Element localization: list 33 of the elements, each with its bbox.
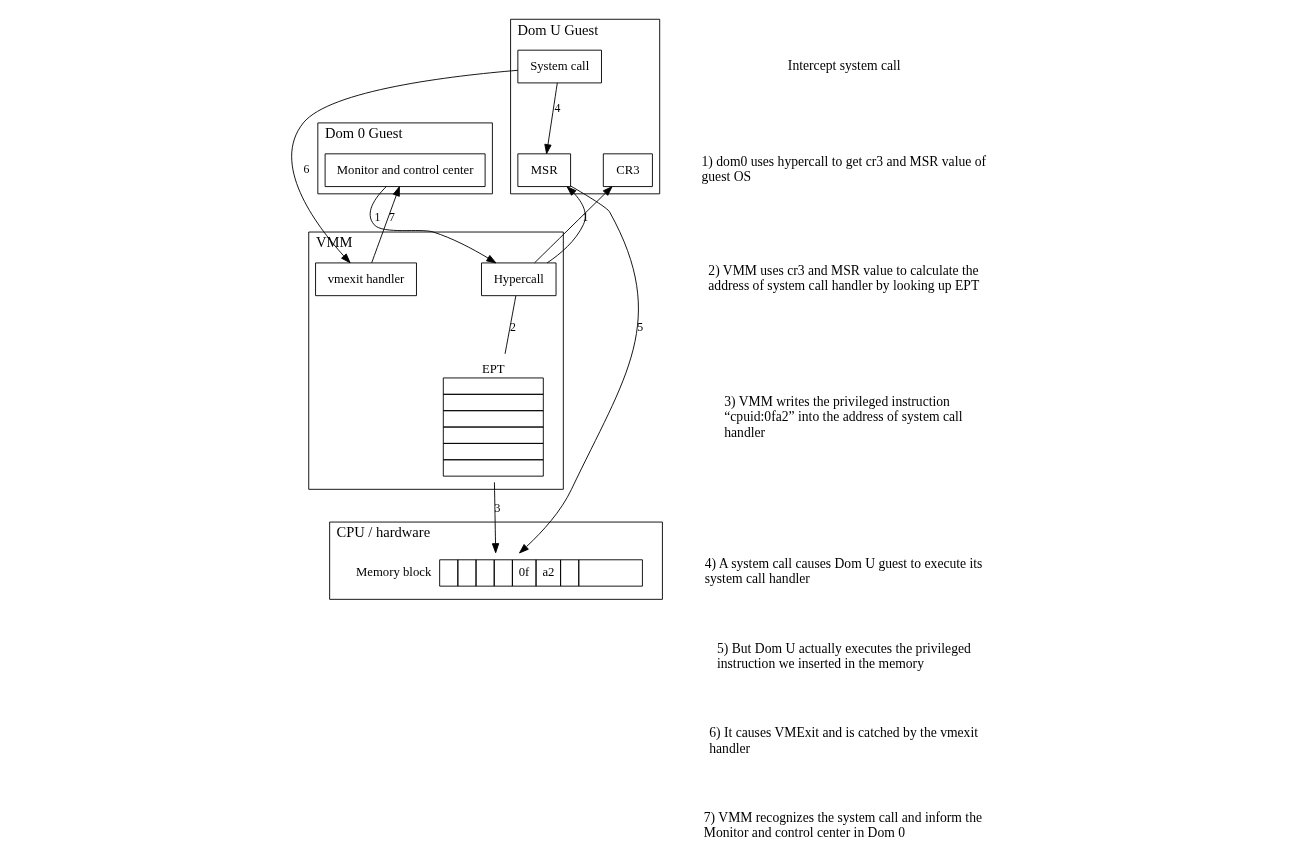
edge-label: 5 [636, 319, 643, 334]
node-box: Hypercall [480, 262, 556, 297]
label: 7) VMM recognizes the system call and inform the Monitor and control center in Dom 0 [703, 809, 982, 841]
edge-label: 1 [373, 210, 380, 225]
label: 1) dom0 uses hypercall to get cr3 and MSR value of guest OS [701, 153, 986, 185]
label: 2) VMM uses cr3 and MSR value to calculate the address of system call handler by looking up EPT [707, 262, 979, 294]
node-label: EPT [481, 361, 505, 376]
node-box: CR3 [602, 153, 653, 187]
edge-label: 7 [388, 210, 395, 225]
node-label: Memory block [355, 565, 431, 580]
label: 3) VMM writes the privileged instruction “cpuid:0fa2” into the address of system call handler [723, 393, 963, 440]
arrow [543, 82, 558, 155]
node-box: Monitor and control center [324, 153, 486, 187]
arrow [518, 185, 639, 554]
node-box: vmexit handler [314, 262, 417, 297]
arrow [533, 186, 612, 264]
edge-label: 6 [303, 162, 309, 177]
label: 4) A system call causes Dom U guest to execute its system call handler [704, 555, 982, 587]
edge-label: 1 [582, 210, 589, 225]
edge-label: 3 [493, 500, 500, 515]
arrow [290, 69, 518, 264]
node-box: System call [516, 49, 602, 84]
connector [504, 295, 516, 355]
edge-label: 4 [553, 101, 560, 116]
arrow [546, 186, 586, 264]
label: Intercept system call [787, 57, 901, 73]
arrow [369, 186, 496, 264]
edge-label: 2 [509, 319, 516, 334]
arrow [370, 186, 400, 264]
arrow [491, 481, 499, 554]
label: 5) But Dom U actually executes the privileged instruction we inserted in the memory [716, 640, 971, 671]
node-box: MSR [516, 153, 571, 187]
label: 6) It causes VMExit and is catched by the vmexit handler [708, 725, 978, 756]
